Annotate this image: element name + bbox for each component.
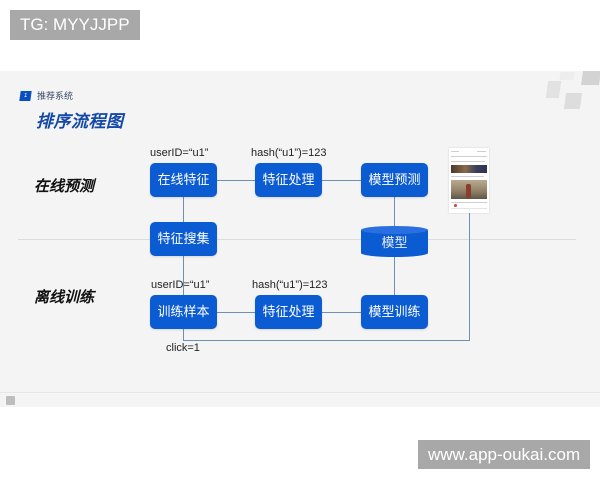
connector: [183, 329, 184, 340]
phone-image-figure: [466, 184, 471, 198]
annotation-offline-userid: userID=“u1”: [151, 279, 210, 291]
connector: [394, 256, 395, 295]
connector: [217, 312, 255, 313]
annotation-online-userid: userID=“u1”: [150, 147, 209, 159]
box-online-feature-process: 特征处理: [255, 163, 322, 197]
phone-status-bar: [477, 151, 486, 152]
connector: [217, 180, 255, 181]
decorative-square: [559, 72, 575, 80]
cylinder-body: [361, 230, 428, 253]
box-model-train: 模型训练: [361, 295, 428, 329]
divider-line: [18, 239, 576, 240]
decorative-square: [581, 71, 600, 85]
cylinder-bottom: [361, 249, 428, 257]
page-title: 排序流程图: [36, 112, 124, 131]
phone-image-1: [451, 165, 487, 173]
model-store-cylinder: 模型: [361, 226, 428, 257]
box-model-predict: 模型预测: [361, 163, 428, 197]
section-label: 推荐系统: [37, 91, 74, 101]
connector: [183, 256, 184, 295]
row-label-online: 在线预测: [34, 178, 95, 195]
box-training-sample: 训练样本: [150, 295, 217, 329]
box-feature-collect: 特征搜集: [150, 222, 217, 256]
phone-headline: [451, 176, 484, 177]
annotation-click: click=1: [166, 342, 200, 354]
phone-tab-bar: [451, 156, 487, 157]
annotation-offline-hash: hash(“u1”)=123: [252, 279, 328, 291]
connector: [183, 197, 184, 222]
decorative-square: [563, 93, 583, 109]
annotation-online-hash: hash(“u1”)=123: [251, 147, 327, 159]
box-online-feature: 在线特征: [150, 163, 217, 197]
watermark-top: TG: MYYJJPP: [10, 10, 140, 40]
connector: [322, 312, 361, 313]
section-badge: 1: [19, 91, 32, 101]
phone-headline: [451, 161, 485, 162]
watermark-bottom: www.app-oukai.com: [418, 440, 591, 469]
decorative-square: [545, 81, 562, 98]
slide-footer-divider: [0, 392, 600, 393]
row-label-offline: 离线训练: [34, 289, 95, 306]
connector: [322, 180, 361, 181]
cylinder-top: [361, 226, 428, 234]
footer-logo-icon: [6, 396, 15, 405]
phone-caption: [451, 202, 487, 203]
connector: [183, 340, 470, 341]
box-offline-feature-process: 特征处理: [255, 295, 322, 329]
phone-feed-screenshot: [449, 148, 489, 213]
connector: [469, 213, 470, 341]
phone-status-bar: [451, 151, 459, 152]
connector: [394, 197, 395, 227]
phone-nav-bar: [451, 208, 487, 209]
cylinder-label: 模型: [381, 235, 408, 250]
phone-nav-icon: [454, 204, 457, 207]
